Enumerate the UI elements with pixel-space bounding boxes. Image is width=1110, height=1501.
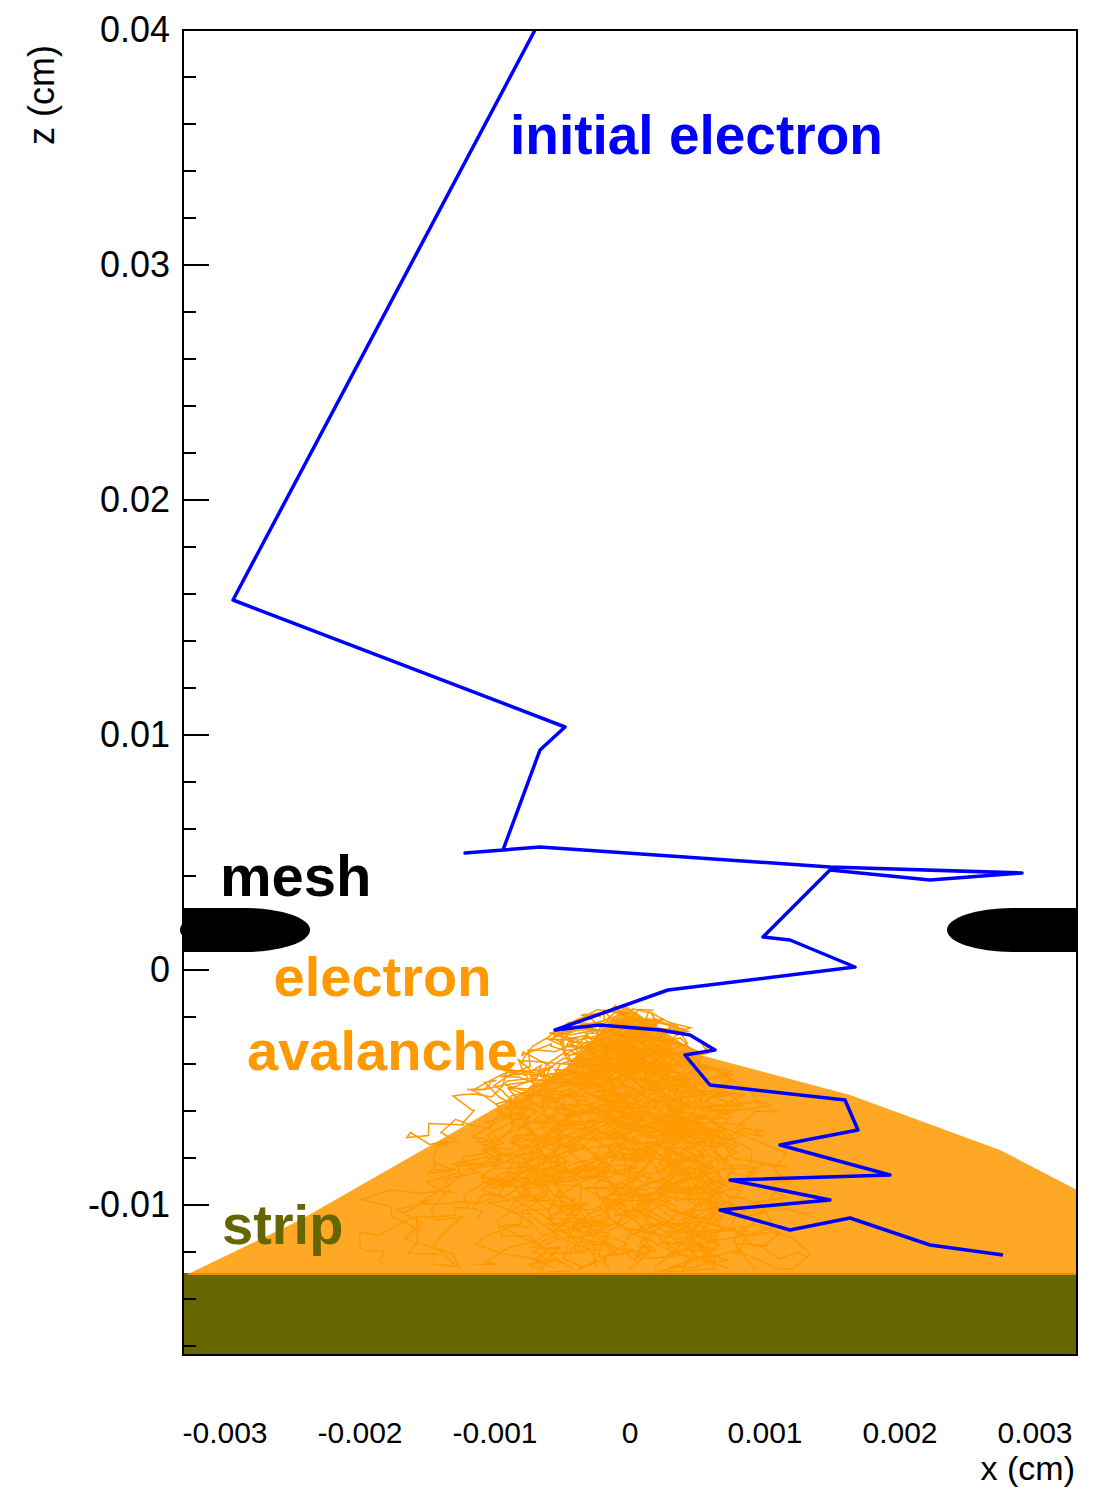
axis-tick xyxy=(183,1063,196,1065)
tick-label: -0.002 xyxy=(317,1418,402,1448)
avalanche-track xyxy=(642,1033,719,1271)
tick-label: 0.003 xyxy=(997,1418,1072,1448)
tick-label: -0.01 xyxy=(88,1187,170,1223)
axis-tick xyxy=(183,734,209,736)
tick-label: -0.001 xyxy=(452,1418,537,1448)
axis-tick xyxy=(183,1157,196,1159)
axis-tick xyxy=(183,875,196,877)
axis-tick xyxy=(183,358,196,360)
mesh-wire xyxy=(947,908,1077,952)
tick-label: 0.002 xyxy=(862,1418,937,1448)
avalanche-track xyxy=(604,1050,701,1259)
tick-label: 0.03 xyxy=(100,247,170,283)
mesh-wire xyxy=(183,908,245,952)
strip-electrode xyxy=(183,1273,1077,1355)
axis-tick xyxy=(183,1298,196,1300)
tick-label: 0.001 xyxy=(727,1418,802,1448)
axis-title: x (cm) xyxy=(981,1451,1075,1485)
tick-label: 0.01 xyxy=(100,717,170,753)
axis-tick xyxy=(183,781,196,783)
axis-tick xyxy=(183,76,196,78)
axis-tick xyxy=(183,969,209,971)
axis-tick xyxy=(183,170,196,172)
tick-label: 0 xyxy=(622,1418,639,1448)
axis-tick xyxy=(183,1204,209,1206)
axis-ticks xyxy=(183,30,209,1346)
axis-tick xyxy=(183,640,196,642)
axis-title: z (cm) xyxy=(24,45,60,145)
axis-tick xyxy=(183,828,196,830)
axis-tick xyxy=(183,264,209,266)
axis-tick xyxy=(183,1016,196,1018)
mesh-wire xyxy=(1012,908,1077,952)
axis-tick xyxy=(183,499,209,501)
annotation-label: strip xyxy=(222,1197,343,1253)
axis-tick xyxy=(183,123,196,125)
annotation-label: mesh xyxy=(220,847,372,905)
tick-label: 0 xyxy=(150,952,170,988)
axis-tick xyxy=(183,546,196,548)
axis-tick xyxy=(183,1251,196,1253)
tick-label: -0.003 xyxy=(182,1418,267,1448)
avalanche-track xyxy=(601,1049,698,1258)
axis-tick xyxy=(183,452,196,454)
plot-frame xyxy=(183,30,1077,1355)
plot-frame-ground xyxy=(183,30,1077,1355)
axis-tick xyxy=(183,922,196,924)
axis-tick xyxy=(183,29,209,31)
axis-tick xyxy=(183,217,196,219)
tick-label: 0.02 xyxy=(100,482,170,518)
axis-tick xyxy=(183,311,196,313)
axis-tick xyxy=(183,687,196,689)
axis-tick xyxy=(183,593,196,595)
annotation-label: initial electron xyxy=(510,108,883,163)
axis-tick xyxy=(183,1110,196,1112)
axis-tick xyxy=(183,1345,196,1347)
tick-label: 0.04 xyxy=(100,12,170,48)
avalanche-track xyxy=(522,1036,648,1266)
axis-tick xyxy=(183,405,196,407)
annotation-label: electron avalanche xyxy=(195,940,570,1088)
avalanche-track xyxy=(616,1018,786,1213)
